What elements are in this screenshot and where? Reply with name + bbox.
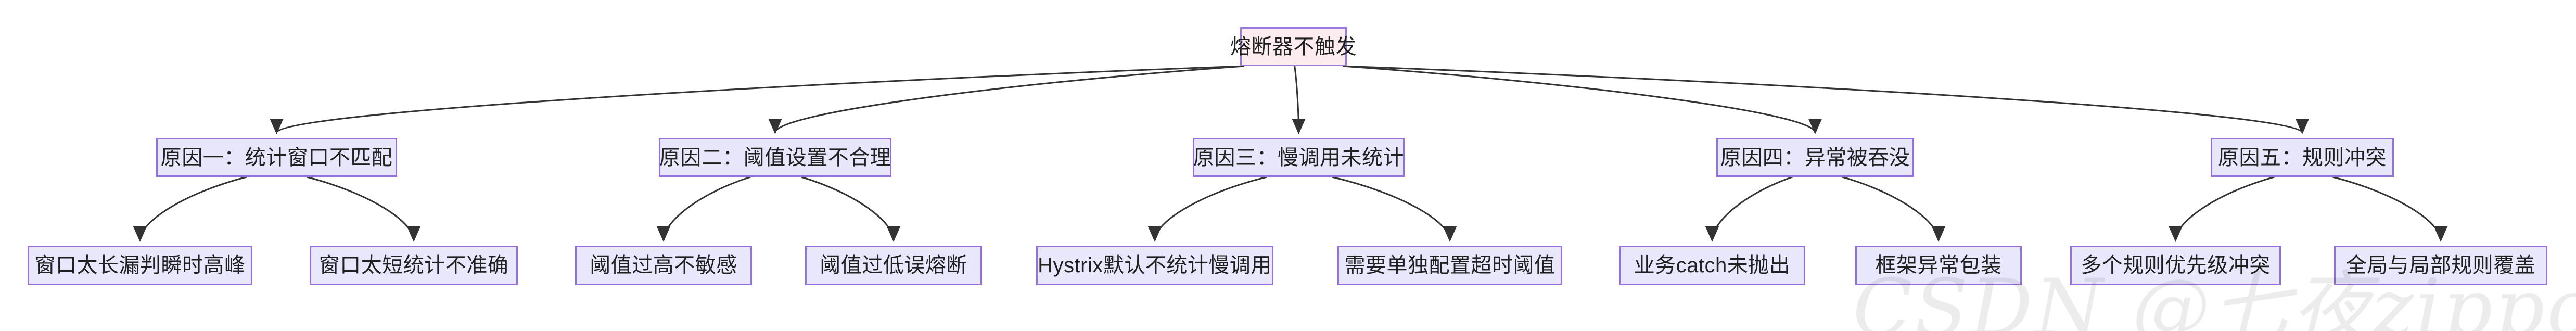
edge-c3-to-l6 [1332,176,1457,242]
node-leaf-1[interactable]: 窗口太长漏判瞬时高峰 [28,246,252,285]
node-cause-1-label: 原因一：统计窗口不匹配 [160,146,393,169]
edge-c4-to-l8 [1842,176,1946,242]
node-root[interactable]: 熔断器不触发 [1230,27,1357,66]
edge-c5-to-l9 [2169,176,2275,242]
node-leaf-3-label: 阈值过高不敏感 [590,254,737,277]
node-leaf-8[interactable]: 框架异常包装 [1855,246,2022,285]
edge-c2-to-l4 [801,176,901,242]
node-leaf-4[interactable]: 阈值过低误熔断 [805,246,982,285]
node-leaf-6-label: 需要单独配置超时阈值 [1344,254,1555,277]
node-leaf-2-label: 窗口太短统计不准确 [318,254,509,277]
node-leaf-2[interactable]: 窗口太短统计不准确 [310,246,518,285]
edge-c1-to-l2 [307,176,421,242]
node-leaf-5[interactable]: Hystrix默认不统计慢调用 [1036,246,1273,285]
node-cause-2-label: 原因二：阈值设置不合理 [659,146,891,169]
edge-root-to-c3 [1292,66,1306,134]
edge-root-to-c4 [1342,65,1822,134]
edge-c5-to-l10 [2332,176,2448,242]
node-cause-5-label: 原因五：规则冲突 [2218,146,2387,169]
node-leaf-9-label: 多个规则优先级冲突 [2081,254,2271,277]
edge-c4-to-l7 [1705,176,1793,242]
node-cause-4-label: 原因四：异常被吞没 [1720,146,1910,169]
node-leaf-6[interactable]: 需要单独配置超时阈值 [1337,246,1562,285]
node-leaf-10-label: 全局与局部规则覆盖 [2345,254,2536,277]
node-leaf-7-label: 业务catch未抛出 [1634,254,1791,277]
node-leaf-1-label: 窗口太长漏判瞬时高峰 [34,254,246,277]
node-cause-1[interactable]: 原因一：统计窗口不匹配 [156,138,397,177]
edge-c3-to-l5 [1147,176,1268,242]
edge-root-to-c2 [768,65,1245,134]
node-cause-4[interactable]: 原因四：异常被吞没 [1716,138,1914,177]
node-cause-3[interactable]: 原因三：慢调用未统计 [1193,138,1405,177]
node-leaf-10[interactable]: 全局与局部规则覆盖 [2334,246,2547,285]
node-leaf-9[interactable]: 多个规则优先级冲突 [2070,246,2281,285]
node-cause-5[interactable]: 原因五：规则冲突 [2211,138,2394,177]
node-cause-2[interactable]: 原因二：阈值设置不合理 [659,138,891,177]
edge-root-to-c5 [1342,65,2309,134]
edge-root-to-c1 [270,65,1245,134]
node-leaf-5-label: Hystrix默认不统计慢调用 [1038,254,1272,277]
node-leaf-4-label: 阈值过低误熔断 [820,254,967,277]
node-root-label: 熔断器不触发 [1230,35,1357,58]
edge-c1-to-l1 [133,176,247,242]
edge-c2-to-l3 [656,176,751,242]
node-leaf-3[interactable]: 阈值过高不敏感 [575,246,752,285]
node-cause-3-label: 原因三：慢调用未统计 [1193,146,1404,169]
node-leaf-7[interactable]: 业务catch未抛出 [1619,246,1805,285]
node-leaf-8-label: 框架异常包装 [1875,254,2002,277]
